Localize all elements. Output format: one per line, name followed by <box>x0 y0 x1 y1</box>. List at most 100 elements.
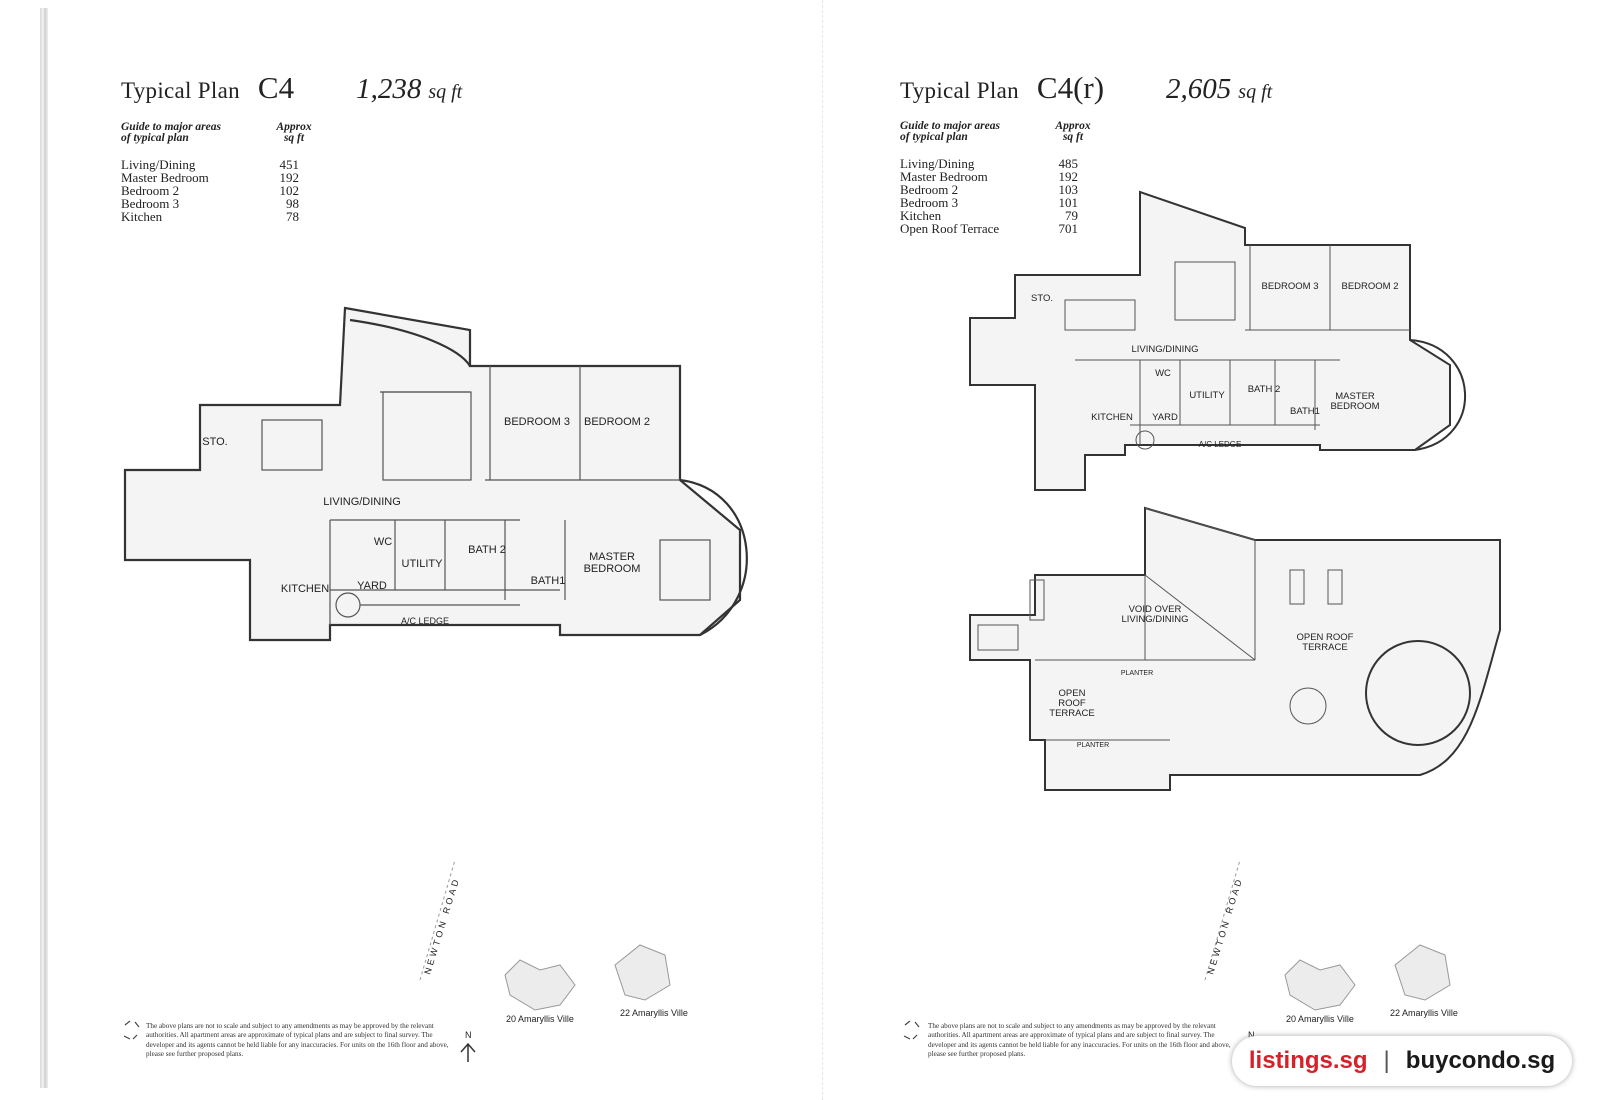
right-roof-planter-1: PLANTER <box>1121 670 1153 677</box>
right-building-20: 20 Amaryllis Ville <box>1286 1014 1354 1024</box>
left-plan-unit: sq ft <box>428 81 463 103</box>
row-value: 103 <box>1058 182 1079 197</box>
right-guide-row: Bedroom 2 103 <box>900 183 1098 196</box>
left-building-22: 22 Amaryllis Ville <box>620 1008 688 1018</box>
row-name: Bedroom 2 <box>900 182 959 197</box>
left-building-20: 20 Amaryllis Ville <box>506 1014 574 1024</box>
right-north-label: N <box>1248 1030 1255 1040</box>
right-room-bed2: BEDROOM 2 <box>1341 281 1398 292</box>
right-roof-small-3: TERRACE <box>1049 708 1094 719</box>
left-plan-area: 1,238 <box>356 73 422 105</box>
row-name: Open Roof Terrace <box>900 221 1000 236</box>
left-site-key <box>419 859 671 1062</box>
left-room-bed2: BEDROOM 2 <box>584 416 650 428</box>
left-room-kitchen: KITCHEN <box>281 583 329 595</box>
right-roof-void-2: LIVING/DINING <box>1121 614 1188 625</box>
left-curved-wall <box>349 318 471 367</box>
right-roof-terrace-1: OPEN ROOF <box>1296 632 1353 643</box>
row-value: 701 <box>1058 221 1079 236</box>
brand-watermark: listings.sg | buycondo.sg <box>1232 1036 1572 1086</box>
right-plan-code: C4(r) <box>1036 70 1105 105</box>
row-value: 192 <box>279 170 300 185</box>
left-guide-row: Bedroom 2 102 <box>121 184 319 197</box>
right-guide-row: Open Roof Terrace 701 <box>900 222 1098 235</box>
right-guide-col-1: Approx <box>1055 120 1091 132</box>
right-plan-label: Typical Plan <box>900 78 1019 103</box>
row-value: 101 <box>1058 195 1079 210</box>
row-name: Master Bedroom <box>900 169 988 184</box>
right-building-22: 22 Amaryllis Ville <box>1390 1008 1458 1018</box>
row-name: Master Bedroom <box>121 170 209 185</box>
right-roof-void-1: VOID OVER <box>1129 604 1182 615</box>
row-value: 485 <box>1058 156 1079 171</box>
left-room-bath2: BATH 2 <box>468 544 506 556</box>
left-room-master-2: BEDROOM <box>584 563 641 575</box>
left-guide-row: Kitchen 78 <box>121 210 319 223</box>
right-road-name: NEWTON ROAD <box>1205 876 1244 976</box>
right-room-utility: UTILITY <box>1189 390 1225 401</box>
left-guide-col-2: sq ft <box>283 132 305 144</box>
row-name: Bedroom 3 <box>900 195 959 210</box>
right-plan-header: Typical Plan C4(r) 2,605 sq ft <box>900 70 1272 106</box>
right-room-ledge: A/C LEDGE <box>1199 440 1242 449</box>
right-roof-outline <box>969 506 1501 791</box>
right-guide-col-2: sq ft <box>1062 131 1084 143</box>
brand-left: listings.sg <box>1248 1047 1368 1074</box>
row-name: Living/Dining <box>121 157 196 172</box>
right-roof-planter-2: PLANTER <box>1077 742 1109 749</box>
right-room-master: MASTER <box>1335 391 1375 402</box>
right-site-key <box>1204 859 1451 1011</box>
row-value: 451 <box>279 157 300 172</box>
right-plan-area: 2,605 <box>1166 73 1232 105</box>
right-disclaimer: The above plans are not to scale and sub… <box>928 1022 1231 1059</box>
left-guide-title-2: of typical plan <box>121 132 189 144</box>
left-bay-wall <box>679 478 748 636</box>
right-room-bath1: BATH1 <box>1290 406 1320 417</box>
row-value: 78 <box>286 209 299 224</box>
row-value: 102 <box>279 183 300 198</box>
right-room-living: LIVING/DINING <box>1131 344 1198 355</box>
left-room-bed3: BEDROOM 3 <box>504 416 570 428</box>
left-north-label: N <box>465 1030 472 1040</box>
right-roof-small-2: ROOF <box>1058 698 1086 709</box>
left-guide-title-1: Guide to major areas <box>121 121 221 133</box>
left-room-utility: UTILITY <box>402 558 444 570</box>
right-guide-title-2: of typical plan <box>900 131 968 143</box>
page-fold <box>822 0 824 1100</box>
page-binding <box>40 8 48 1088</box>
left-guide-row: Living/Dining 451 <box>121 158 319 171</box>
right-room-kitchen: KITCHEN <box>1091 412 1133 423</box>
left-room-ledge: A/C LEDGE <box>401 616 449 626</box>
left-floor-plan: STO. LIVING/DINING BEDROOM 3 BEDROOM 2 W… <box>123 306 748 1062</box>
left-room-bath1: BATH1 <box>531 575 566 587</box>
right-small-logo-icon <box>903 1020 920 1040</box>
left-room-master: MASTER <box>589 551 635 563</box>
row-name: Living/Dining <box>900 156 975 171</box>
row-name: Bedroom 3 <box>121 196 180 211</box>
right-guide-row: Bedroom 3 101 <box>900 196 1098 209</box>
left-plan-outline <box>123 306 742 642</box>
right-roof-small-1: OPEN <box>1059 688 1086 699</box>
left-plan-code: C4 <box>257 70 295 105</box>
left-disclaimer: The above plans are not to scale and sub… <box>146 1022 449 1059</box>
right-room-sto: STO. <box>1031 293 1053 304</box>
row-name: Kitchen <box>121 209 163 224</box>
left-plan-header: Typical Plan C4 1,238 sq ft <box>121 70 462 106</box>
right-room-wc: WC <box>1155 368 1171 379</box>
left-plan-label: Typical Plan <box>121 78 240 103</box>
right-room-master-2: BEDROOM <box>1330 401 1379 412</box>
right-room-bed3: BEDROOM 3 <box>1261 281 1318 292</box>
right-guide-title-1: Guide to major areas <box>900 120 1000 132</box>
right-room-yard: YARD <box>1152 412 1178 423</box>
row-name: Bedroom 2 <box>121 183 180 198</box>
left-small-logo-icon <box>123 1020 140 1040</box>
right-upper-bay <box>1409 339 1466 451</box>
row-value: 79 <box>1065 208 1078 223</box>
